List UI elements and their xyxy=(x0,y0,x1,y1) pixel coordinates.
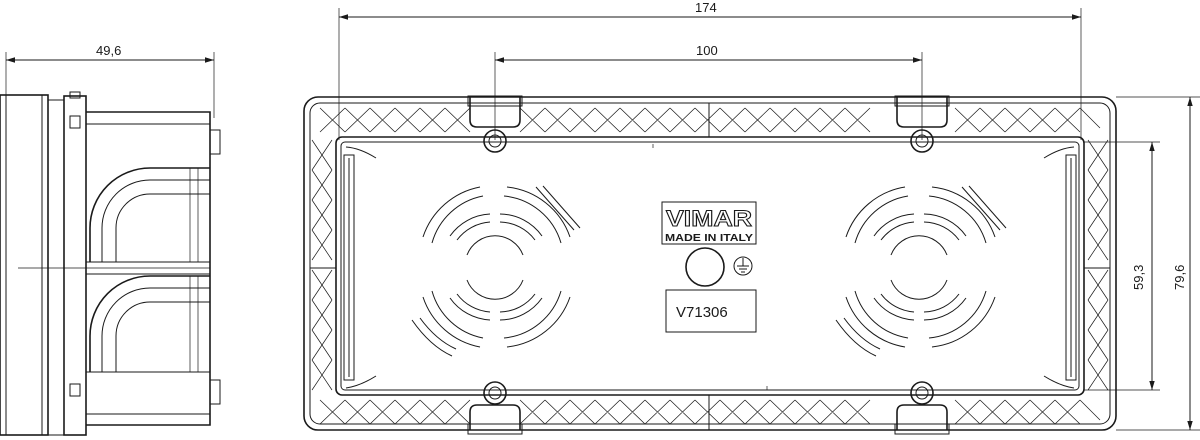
outer-frame xyxy=(303,96,1117,431)
frame-lattice-bottom xyxy=(319,399,1101,425)
knockout-icon xyxy=(89,167,210,262)
frame-lattice-top xyxy=(319,107,1101,133)
product-code-label: V71306 xyxy=(665,289,757,333)
screw-hole-icon xyxy=(467,95,523,153)
depth-dimension-label: 49,6 xyxy=(96,43,121,58)
total-width-label: 174 xyxy=(695,0,717,15)
knockout-icon xyxy=(835,185,1007,357)
side-view: 49,6 xyxy=(0,43,221,436)
product-code: V71306 xyxy=(676,304,728,321)
ground-symbol-icon xyxy=(733,256,753,276)
inner-cavity xyxy=(335,136,1085,396)
inner-height-label: 59,3 xyxy=(1131,265,1146,290)
brand-logo: VIMAR MADE IN ITALY xyxy=(661,201,757,245)
knockout-icon xyxy=(89,275,210,372)
center-knockout xyxy=(685,247,725,287)
front-view: 174 100 xyxy=(303,0,1200,435)
hole-spacing-label: 100 xyxy=(696,43,718,58)
brand-name: VIMAR xyxy=(666,206,752,231)
total-height-label: 79,6 xyxy=(1172,265,1187,290)
frame-lattice-sides xyxy=(311,139,1109,391)
screw-hole-icon xyxy=(467,381,523,435)
knockout-icon xyxy=(411,185,581,357)
screw-hole-icon xyxy=(894,95,950,153)
made-in-label: MADE IN ITALY xyxy=(665,232,753,244)
screw-hole-icon xyxy=(894,381,950,435)
